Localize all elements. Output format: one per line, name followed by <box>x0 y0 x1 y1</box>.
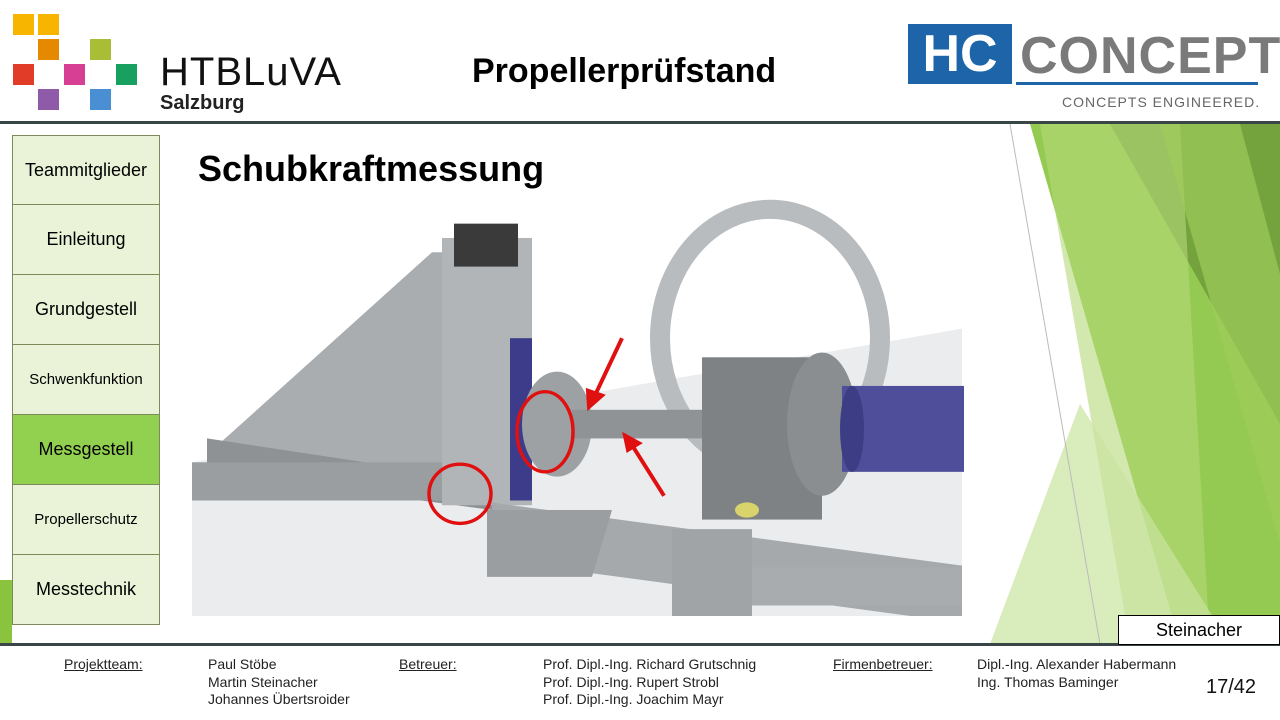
team-member: Martin Steinacher <box>208 673 318 690</box>
school-name: HTBLuVA <box>160 50 342 94</box>
company-advisor: Ing. Thomas Baminger <box>977 673 1119 690</box>
page-title: Propellerprüfstand <box>472 52 777 90</box>
section-nav: Teammitglieder Einleitung Grundgestell S… <box>12 135 160 625</box>
page-number: 17/42 <box>1206 676 1257 698</box>
author-label: Steinacher <box>1118 615 1280 645</box>
advisor: Prof. Dipl.-Ing. Rupert Strobl <box>543 673 719 690</box>
nav-item-messgestell[interactable]: Messgestell <box>12 415 160 485</box>
cad-render-image <box>192 195 964 616</box>
company-list: Dipl.-Ing. Alexander Habermann Ing. Thom… <box>977 656 1176 691</box>
team-label: Projektteam: <box>64 656 143 672</box>
company-label: Firmenbetreuer: <box>833 656 933 672</box>
nav-item-teammitglieder[interactable]: Teammitglieder <box>12 135 160 205</box>
team-member: Paul Stöbe <box>208 656 277 672</box>
team-list: Paul Stöbe Martin Steinacher Johannes Üb… <box>208 656 350 709</box>
decorative-left-accent <box>0 580 12 644</box>
partner-logo-line <box>1016 82 1258 85</box>
nav-item-einleitung[interactable]: Einleitung <box>12 205 160 275</box>
nav-item-schwenkfunktion[interactable]: Schwenkfunktion <box>12 345 160 415</box>
slide-heading: Schubkraftmessung <box>198 148 545 189</box>
advisor-label: Betreuer: <box>399 656 457 672</box>
partner-logo-word: CONCEPTS <box>1020 27 1280 85</box>
header-divider <box>0 121 1280 124</box>
decorative-green-facets <box>990 124 1280 644</box>
nav-item-grundgestell[interactable]: Grundgestell <box>12 275 160 345</box>
company-advisor: Dipl.-Ing. Alexander Habermann <box>977 656 1177 672</box>
advisor: Prof. Dipl.-Ing. Richard Grutschnig <box>543 656 757 672</box>
nav-item-messtechnik[interactable]: Messtechnik <box>12 555 160 625</box>
partner-logo-abbr: HC <box>908 24 1012 84</box>
nav-item-propellerschutz[interactable]: Propellerschutz <box>12 485 160 555</box>
advisor-list: Prof. Dipl.-Ing. Richard Grutschnig Prof… <box>543 656 756 709</box>
advisor: Prof. Dipl.-Ing. Joachim Mayr <box>543 691 724 707</box>
team-member: Johannes Übertsroider <box>208 691 350 707</box>
partner-logo-tagline: CONCEPTS ENGINEERED. <box>1062 94 1261 110</box>
footer-divider <box>0 643 1280 646</box>
school-city: Salzburg <box>160 92 245 114</box>
